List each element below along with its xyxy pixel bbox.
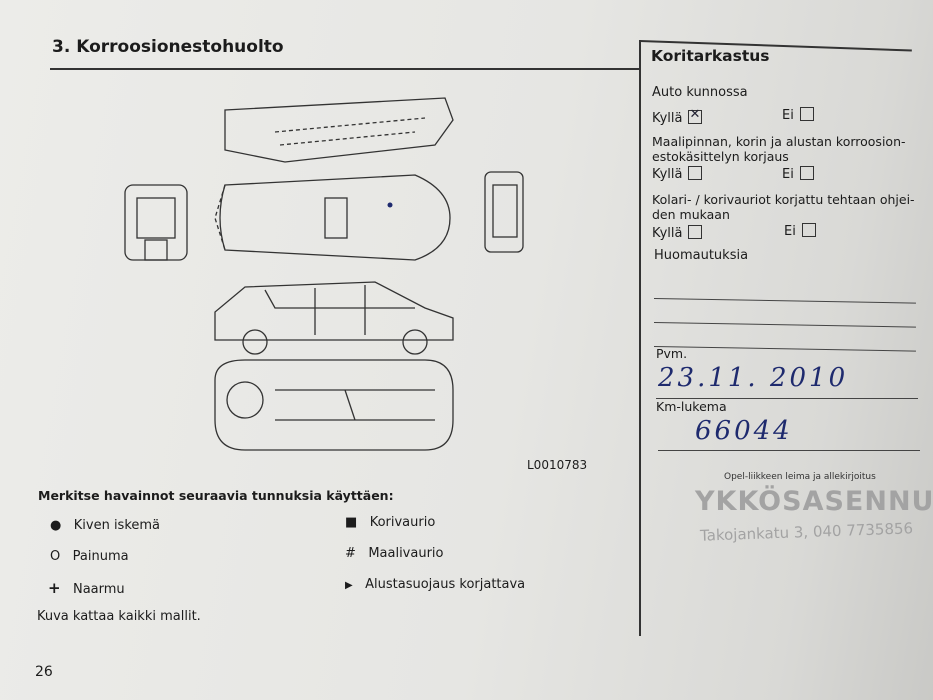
km-value[interactable]: 66044	[695, 416, 793, 446]
dealer-stamp-address: Takojankatu 3, 040 7735856	[699, 519, 914, 545]
diagram-code: L0010783	[527, 458, 588, 472]
car-side-view	[214, 281, 454, 355]
date-value[interactable]: 23.11. 2010	[658, 363, 849, 393]
legend-label: Alustasuojaus korjattava	[365, 577, 526, 592]
square-icon: ■	[345, 515, 358, 530]
no-label: Ei	[782, 108, 794, 123]
no-label: Ei	[784, 224, 796, 239]
circle-icon: O	[50, 549, 61, 564]
question-3-cont: den mukaan	[652, 207, 730, 222]
dot-icon: ●	[50, 518, 62, 533]
legend-item-paint-damage: # Maalivaurio	[345, 546, 444, 562]
legend-label: Kiven iskemä	[73, 518, 161, 533]
hash-icon: #	[345, 546, 356, 561]
car-rear-view	[484, 171, 524, 253]
triangle-icon: ▶	[345, 580, 353, 591]
q2-no[interactable]: Ei	[782, 166, 814, 183]
question-3: Kolari- / korivauriot korjattu tehtaan o…	[652, 192, 915, 207]
legend-item-dent: O Painuma	[50, 549, 129, 565]
car-body-diagram	[124, 97, 524, 451]
car-underbody-view	[214, 359, 454, 451]
q1-yes[interactable]: Kyllä	[652, 108, 703, 127]
question-2-cont: estokäsittelyn korjaus	[652, 149, 789, 164]
checkbox[interactable]	[801, 223, 816, 237]
legend-label: Painuma	[72, 549, 129, 564]
section-title: 3. Korroosionestohuolto	[52, 37, 284, 57]
legend-heading: Merkitse havainnot seuraavia tunnuksia k…	[38, 488, 394, 503]
car-top-view	[214, 174, 451, 261]
legend-item-body-damage: ■ Korivaurio	[345, 515, 436, 531]
title-divider	[50, 68, 640, 70]
legend-note: Kuva kattaa kaikki mallit.	[37, 609, 201, 624]
page-number: 26	[35, 664, 53, 680]
column-divider	[639, 40, 641, 636]
plus-icon: +	[48, 579, 61, 597]
checkbox[interactable]	[688, 166, 703, 180]
q2-yes[interactable]: Kyllä	[652, 166, 703, 183]
km-label: Km-lukema	[656, 399, 727, 414]
dealer-stamp-name: YKKÖSASENNUS	[695, 486, 933, 517]
legend-label: Naarmu	[72, 582, 125, 597]
date-label: Pvm.	[656, 346, 688, 361]
date-line	[656, 398, 918, 399]
q3-yes[interactable]: Kyllä	[652, 225, 703, 242]
checkbox[interactable]	[688, 225, 703, 239]
legend-item-stone-chip: ● Kiven iskemä	[50, 518, 161, 534]
car-roof-view	[224, 97, 454, 163]
checkbox[interactable]	[799, 107, 814, 121]
no-label: Ei	[782, 167, 794, 182]
remarks-label: Huomautuksia	[654, 248, 749, 263]
yes-label: Kyllä	[652, 167, 683, 182]
checkbox[interactable]	[799, 166, 814, 180]
legend-item-scratch: + Naarmu	[48, 579, 125, 598]
question-1: Auto kunnossa	[652, 85, 748, 100]
checkbox-checked[interactable]	[688, 108, 703, 124]
question-2: Maalipinnan, korin ja alustan korroosion…	[652, 134, 906, 149]
legend-label: Maalivaurio	[368, 546, 444, 561]
yes-label: Kyllä	[652, 111, 683, 126]
inspection-title: Koritarkastus	[651, 47, 770, 65]
remarks-line[interactable]	[653, 322, 916, 328]
yes-label: Kyllä	[652, 226, 683, 241]
q1-no[interactable]: Ei	[782, 107, 814, 124]
q3-no[interactable]: Ei	[784, 223, 816, 240]
remarks-line[interactable]	[653, 346, 916, 352]
remarks-line[interactable]	[653, 298, 916, 304]
legend-item-underbody: ▶ Alustasuojaus korjattava	[345, 577, 526, 593]
stamp-label: Opel-liikkeen leima ja allekirjoitus	[724, 472, 876, 482]
km-line	[658, 450, 920, 451]
car-front-view	[124, 184, 188, 261]
legend-label: Korivaurio	[369, 515, 436, 530]
